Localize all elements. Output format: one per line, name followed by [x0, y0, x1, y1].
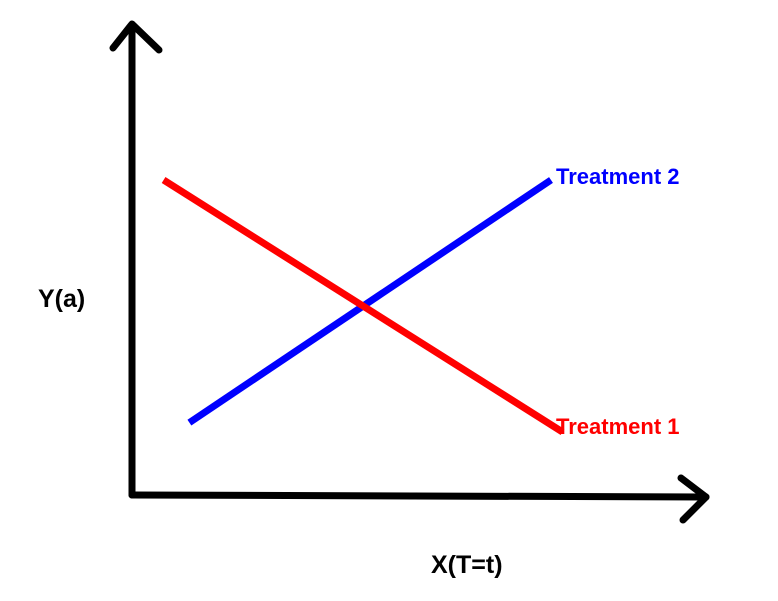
series-line-treatment-2: [187, 177, 553, 426]
x-axis-arrowhead: [677, 474, 710, 524]
x-axis: [128, 474, 710, 524]
series-line-treatment-1: [161, 177, 565, 435]
x-axis-label: X(T=t): [431, 551, 503, 579]
series-label-treatment-1: Treatment 1: [556, 414, 680, 439]
y-axis-label: Y(a): [38, 285, 85, 313]
y-axis: [109, 20, 163, 499]
series-layer: [161, 177, 565, 435]
y-axis-arrowhead: [109, 20, 163, 54]
series-label-treatment-2: Treatment 2: [556, 164, 680, 189]
